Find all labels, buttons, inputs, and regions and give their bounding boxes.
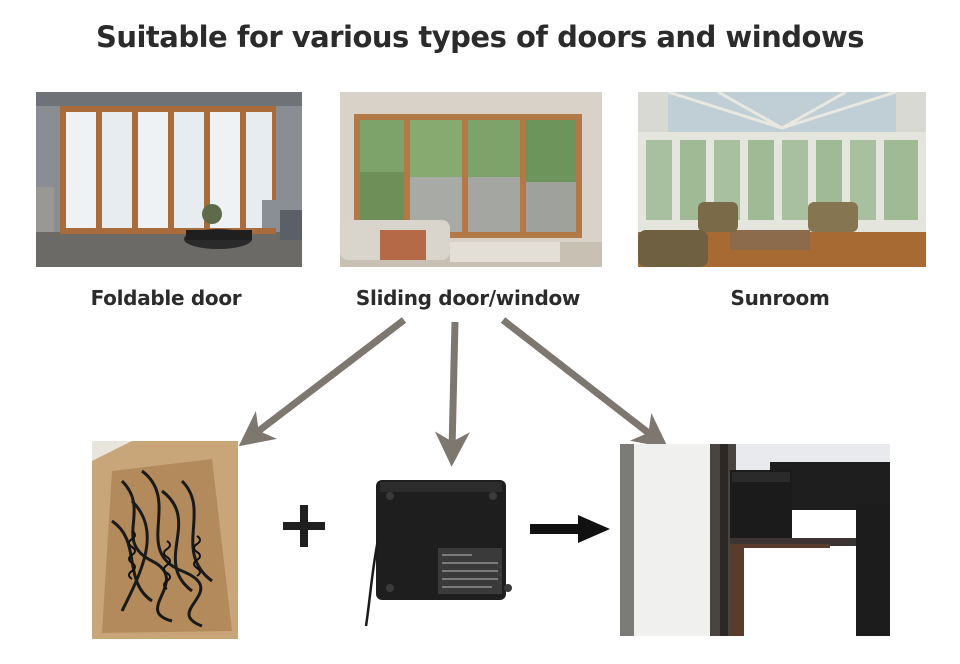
caption-foldable-door: Foldable door — [90, 286, 242, 310]
arrow-to-installed-unit — [500, 317, 669, 449]
sunroom-photo — [638, 92, 926, 267]
caption-sliding-door-window: Sliding door/window — [355, 286, 581, 310]
control-box-photo — [362, 470, 520, 630]
page-title: Suitable for various types of doors and … — [95, 20, 865, 54]
plus-icon — [283, 505, 325, 547]
installed-unit-photo — [620, 444, 890, 636]
arrow-right-icon — [530, 514, 610, 544]
foldable-door-photo — [36, 92, 302, 267]
arrow-to-cable-box — [238, 317, 407, 447]
caption-sunroom: Sunroom — [730, 286, 830, 310]
arrow-to-control-box — [434, 321, 470, 467]
cable-box-photo — [92, 441, 238, 639]
sliding-door-photo — [340, 92, 602, 267]
